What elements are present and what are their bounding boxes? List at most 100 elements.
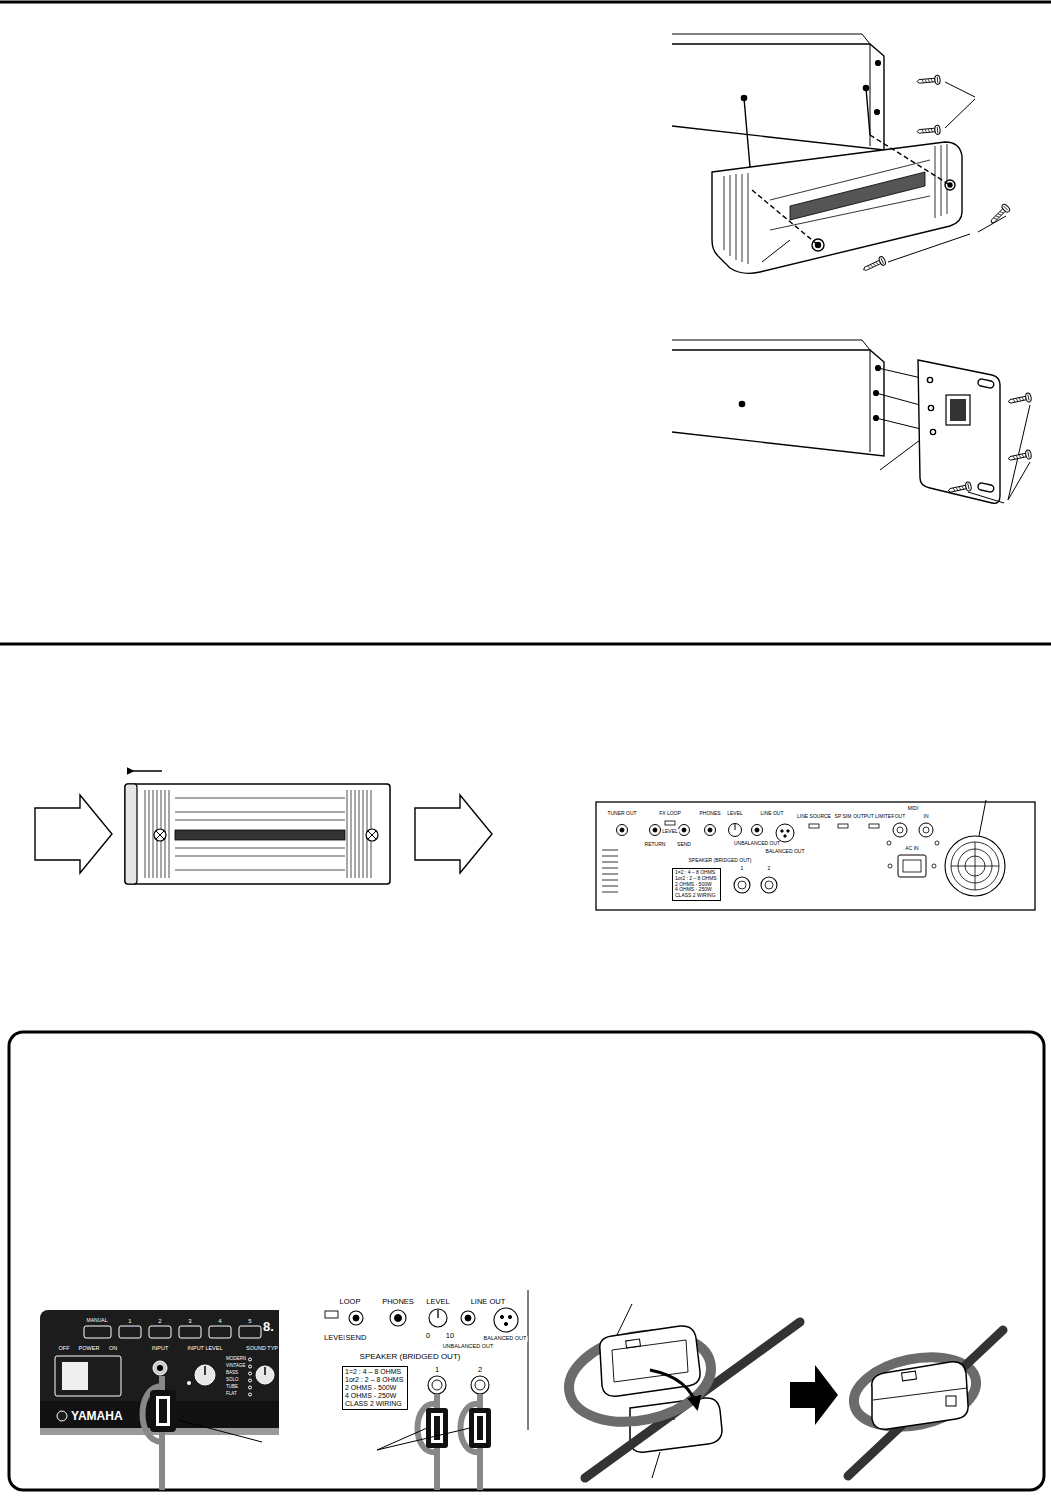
- panel-label: POWER: [79, 1346, 100, 1352]
- page-rule: [0, 2, 1051, 644]
- panel-label: TUBE: [226, 1385, 238, 1390]
- spec-line: CLASS 2 WIRING: [345, 1400, 405, 1408]
- front-panel-part-part: [249, 1365, 252, 1368]
- screw: [947, 481, 972, 495]
- panel-label: FX LOOP: [658, 811, 682, 816]
- panel-label: VINTAGE: [226, 1364, 245, 1369]
- front-panel-part-part: [249, 1379, 252, 1382]
- panel-label: 1: [128, 1318, 131, 1324]
- front-panel-part: [62, 1362, 88, 1390]
- panel-label: UNBALANCED OUT: [442, 1344, 495, 1350]
- unit-with-bracket-part: [927, 377, 932, 382]
- front-panel-part-part: [149, 1326, 171, 1338]
- panel-label: IN: [923, 814, 930, 819]
- screw: [988, 203, 1011, 226]
- ferrite-open-part: [617, 1304, 632, 1335]
- front-panel-part: [264, 1367, 266, 1375]
- ferrite-open-part: [626, 1339, 641, 1348]
- front-panel-part-part: [119, 1326, 141, 1338]
- unit-with-bracket-part: [968, 492, 1004, 503]
- rear-panel-part: [734, 877, 750, 893]
- panel-label: AC IN: [904, 846, 919, 851]
- panel-label: OFF: [59, 1346, 70, 1352]
- panel-label: SOLO: [226, 1378, 239, 1383]
- page-rule-part: [0, 1, 1051, 4]
- unit-with-handle-part: [762, 240, 790, 262]
- rear-panel-fragment-part: [475, 1380, 485, 1390]
- spec-line: 2 OHMS - 500W: [345, 1384, 405, 1392]
- rear-panel-part: [752, 825, 763, 836]
- airflow-view-part: [175, 798, 345, 870]
- rear-panel-part: [897, 827, 903, 833]
- rear-panel-fragment-part: [353, 1315, 359, 1321]
- ferrite-open: [561, 1304, 800, 1478]
- panel-label: BASS: [226, 1371, 238, 1376]
- spec-box: 1=2 : 4 – 8 OHMS1or2 : 2 – 8 OHMS2 OHMS …: [672, 868, 721, 901]
- unit-with-bracket-part: [950, 399, 966, 421]
- panel-label: 2: [158, 1318, 161, 1324]
- unit-with-handle-part: [752, 190, 818, 245]
- rear-panel: [596, 800, 1035, 910]
- step-arrow: [790, 1365, 838, 1425]
- front-panel-part-part: [55, 1356, 121, 1396]
- panel-label: MANUAL: [87, 1318, 108, 1323]
- panel-label: LINE SOURCE: [796, 814, 832, 819]
- ferrite-on-speaker-part: [377, 1428, 427, 1450]
- airflow-view-part: [145, 790, 169, 878]
- panel-label: 0: [425, 1332, 431, 1340]
- airflow-view-part: [35, 795, 112, 873]
- panel-label: SPEAKER (BRIDGED OUT): [359, 1353, 462, 1361]
- ferrite-closed-part: [902, 1371, 917, 1381]
- rear-panel-part: [705, 825, 716, 836]
- airflow-view-part: [175, 830, 345, 840]
- front-panel-part: [157, 1365, 163, 1371]
- panel-label: 2: [477, 1366, 483, 1374]
- panel-label: SP SIM: [834, 814, 853, 819]
- panel-label: SOUND TYP: [246, 1346, 278, 1352]
- rear-panel-part: [935, 841, 939, 845]
- rear-panel-fragment-part: [428, 1376, 446, 1394]
- spec-line: 4 OHMS - 250W: [345, 1392, 405, 1400]
- ferrite-on-input-part: [178, 1420, 262, 1442]
- rear-panel-fragment-part: [494, 1308, 518, 1332]
- ferrite-on-speaker-part: [431, 1413, 443, 1443]
- unit-with-handle-part: [888, 234, 970, 262]
- unit-with-handle-part: [978, 216, 1006, 232]
- panel-label: OUT: [894, 814, 907, 819]
- screw: [917, 125, 941, 136]
- airflow-view: [35, 771, 492, 884]
- panel-label: 1: [434, 1366, 440, 1374]
- panel-label: LINE OUT: [470, 1298, 507, 1306]
- rear-panel-part: [809, 824, 819, 828]
- unit-with-bracket-part: [672, 350, 884, 456]
- panel-label: SEND: [345, 1334, 368, 1342]
- rear-panel-fragment-part: [461, 1311, 475, 1325]
- rear-panel-fragment-part: [349, 1311, 363, 1325]
- unit-with-bracket-part: [928, 405, 933, 410]
- rear-panel-fragment-part: [465, 1315, 471, 1321]
- panel-label: PHONES: [381, 1298, 415, 1306]
- rear-panel-part: [869, 824, 879, 828]
- rear-panel-fragment-part: [437, 1310, 438, 1318]
- ferrite-closed: [847, 1330, 1003, 1476]
- panel-label: 1: [740, 866, 745, 871]
- airflow-view-part: [125, 784, 137, 884]
- ferrite-closed-part: [946, 1396, 956, 1406]
- front-panel-part-part: [249, 1358, 252, 1361]
- rear-panel-part: [903, 860, 921, 872]
- rear-panel-part: [755, 828, 759, 832]
- rear-panel-part: [893, 823, 907, 837]
- rear-panel-part: [784, 835, 786, 837]
- unit-with-handle-part: [935, 144, 947, 218]
- screw: [917, 75, 941, 86]
- rear-panel-part: [596, 802, 1035, 910]
- ferrite-on-speaker-part: [474, 1413, 486, 1443]
- panel-label: BALANCED OUT: [483, 1336, 528, 1342]
- ferrite-closed-part: [847, 1347, 982, 1437]
- ferrite-on-input: [143, 1376, 263, 1490]
- rear-panel-part: [735, 824, 736, 830]
- rear-panel-part: [765, 881, 773, 889]
- airflow-view-part: [368, 831, 376, 839]
- screw: [862, 256, 887, 274]
